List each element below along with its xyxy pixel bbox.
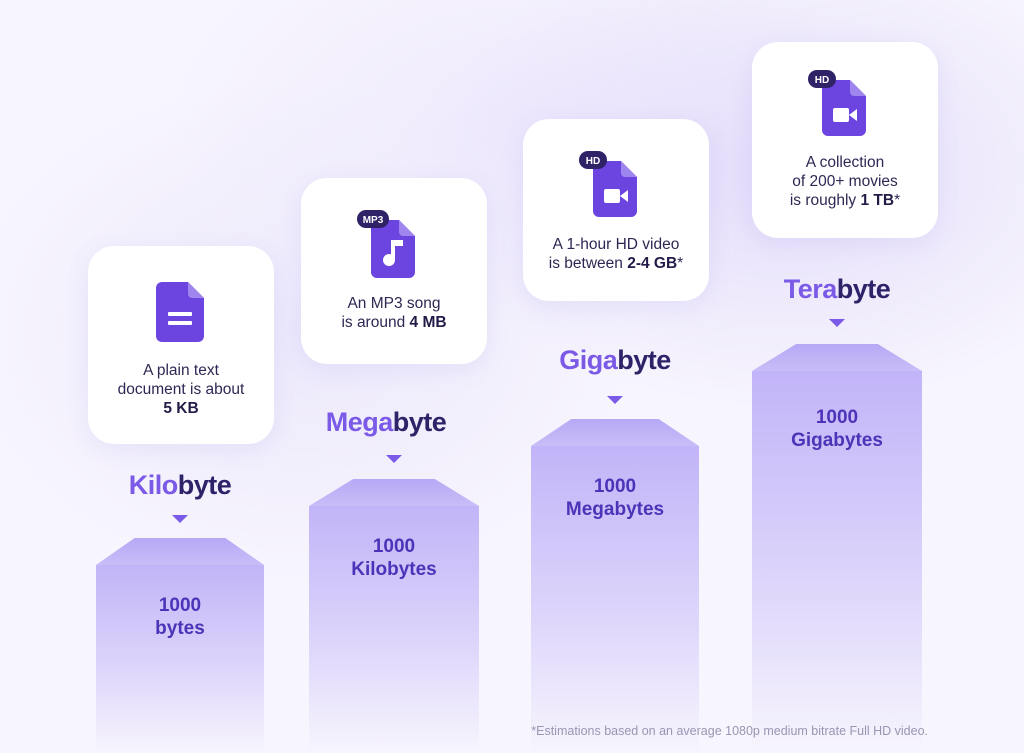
tier-label-kilobyte: Kilobyte — [128, 470, 232, 500]
footnote: *Estimations based on an average 1080p m… — [531, 724, 928, 738]
arrow-down-icon — [386, 455, 402, 463]
music-file-icon: MP3 — [357, 210, 415, 278]
pillar-gigabyte: 1000 Megabytes — [531, 419, 699, 753]
file-badge: HD — [586, 156, 600, 167]
tier-label-gigabyte: Gigabyte — [559, 345, 671, 375]
pillar-kilobyte: 1000 bytes — [96, 538, 264, 753]
info-description: A plain text document is about 5 KB — [117, 362, 245, 417]
info-description: An MP3 song is around 4 MB — [341, 295, 447, 331]
text-document-icon — [156, 282, 204, 342]
pillar-value: 1000 bytes — [155, 595, 205, 639]
tier-label-terabyte: Terabyte — [783, 274, 891, 304]
file-badge: HD — [815, 75, 829, 86]
pillar-value: 1000 Gigabytes — [791, 407, 883, 451]
arrow-down-icon — [172, 515, 188, 523]
info-card-megabyte: MP3 An MP3 song is around 4 MB — [301, 178, 487, 364]
pillar-value: 1000 Kilobytes — [351, 536, 437, 580]
pillar-megabyte: 1000 Kilobytes — [309, 479, 479, 753]
tier-label-megabyte: Megabyte — [325, 407, 447, 437]
video-file-icon: HD — [579, 151, 637, 217]
info-card-kilobyte: A plain text document is about 5 KB — [88, 246, 274, 444]
pillar-terabyte: 1000 Gigabytes — [752, 344, 922, 753]
info-card-terabyte: HD A collection of 200+ movies is roughl… — [752, 42, 938, 238]
file-badge: MP3 — [363, 215, 384, 226]
arrow-down-icon — [607, 396, 623, 404]
info-description: A 1-hour HD video is between 2-4 GB* — [548, 236, 684, 272]
pillar-value: 1000 Megabytes — [565, 476, 665, 520]
info-description: A collection of 200+ movies is roughly 1… — [789, 154, 901, 209]
arrow-down-icon — [829, 319, 845, 327]
video-file-icon: HD — [808, 70, 866, 136]
info-card-gigabyte: HD A 1-hour HD video is between 2-4 GB* — [523, 119, 709, 301]
